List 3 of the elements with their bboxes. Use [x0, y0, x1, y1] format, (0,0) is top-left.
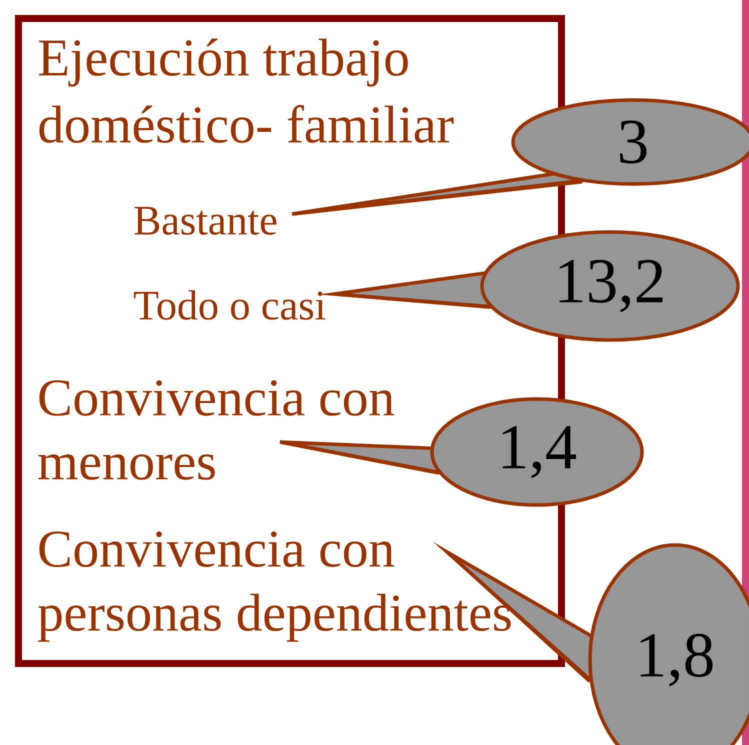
item-text: Bastante — [134, 206, 276, 235]
item-text: Todo o casi — [134, 290, 326, 320]
item-text: Convivencia con personas dependientes — [38, 531, 511, 642]
